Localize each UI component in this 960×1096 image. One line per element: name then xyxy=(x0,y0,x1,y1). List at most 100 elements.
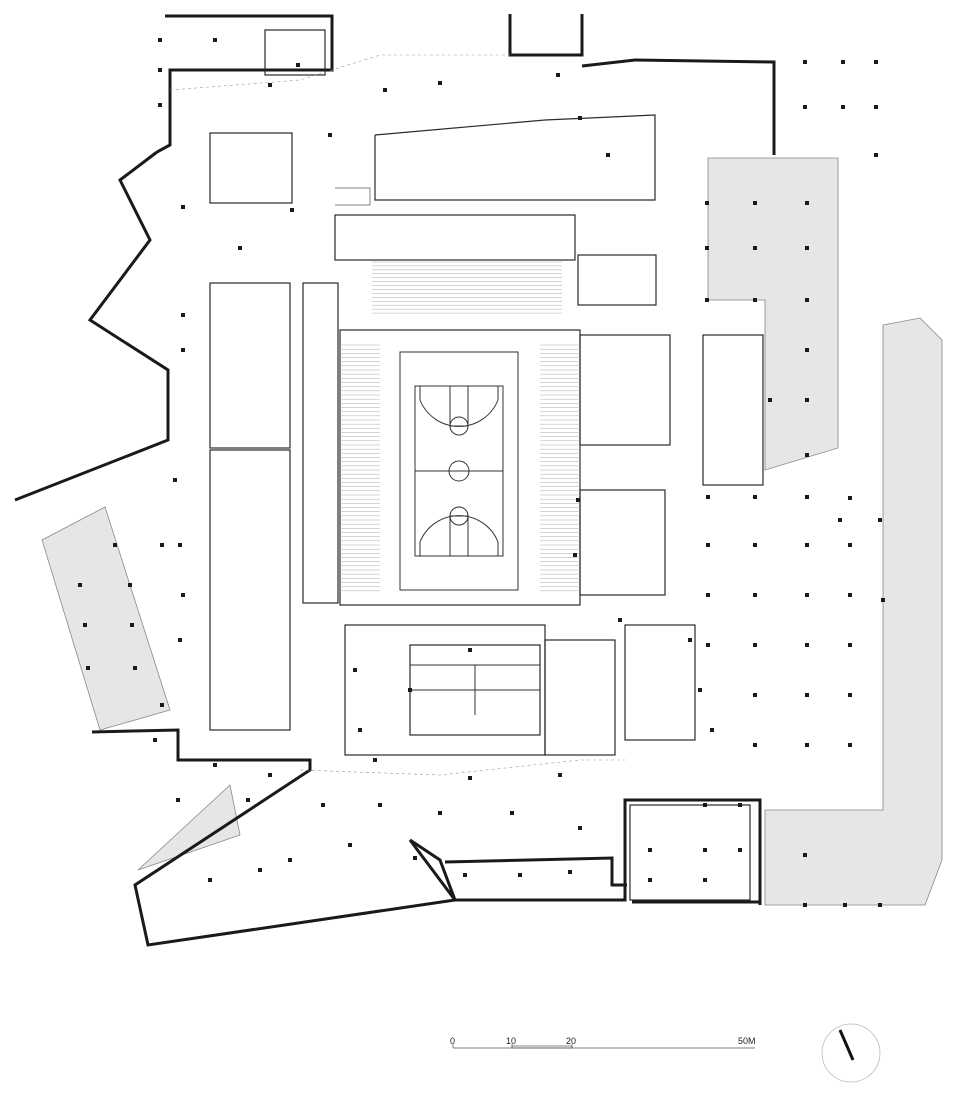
seating xyxy=(340,261,580,592)
south-east-rooms xyxy=(544,639,616,756)
structural-column xyxy=(698,688,702,692)
structural-column xyxy=(158,103,162,107)
court-free-throw-top xyxy=(449,416,469,436)
shaded-zone-west-ramp xyxy=(41,506,171,731)
guide-line-north xyxy=(169,54,510,91)
court-free-throw-bottom xyxy=(449,506,469,526)
interior-walls xyxy=(209,29,764,901)
scale-bar-segment xyxy=(511,1045,573,1049)
structural-column xyxy=(706,643,710,647)
structural-column xyxy=(213,38,217,42)
structural-column xyxy=(128,583,132,587)
structural-column xyxy=(321,803,325,807)
structural-column xyxy=(705,298,709,302)
structural-column xyxy=(578,116,582,120)
structural-column xyxy=(648,878,652,882)
structural-column xyxy=(408,688,412,692)
structural-column xyxy=(246,798,250,802)
structural-column xyxy=(841,105,845,109)
structural-column xyxy=(296,63,300,67)
wall-northwest-zigzag xyxy=(14,150,170,502)
scale-label-0: 0 xyxy=(450,1036,455,1046)
structural-column xyxy=(768,398,772,402)
west-corridor xyxy=(302,282,339,604)
scale-label-10: 10 xyxy=(506,1036,516,1046)
columns xyxy=(78,38,885,907)
structural-column xyxy=(573,553,577,557)
structural-column xyxy=(213,763,217,767)
north-arrow-icon xyxy=(821,1023,881,1083)
north-classrooms xyxy=(334,214,576,261)
secondary-court xyxy=(410,664,540,715)
structural-column xyxy=(568,870,572,874)
scale-label-50m: 50M xyxy=(738,1036,756,1046)
structural-column xyxy=(181,593,185,597)
structural-column xyxy=(848,743,852,747)
court-key-top xyxy=(449,385,469,427)
structural-column xyxy=(518,873,522,877)
structural-column xyxy=(83,623,87,627)
court-center-circle xyxy=(448,460,470,482)
structural-column xyxy=(881,598,885,602)
structural-column xyxy=(238,246,242,250)
north-hall-outline xyxy=(374,114,656,201)
wall-east-upper xyxy=(581,58,776,155)
north-block-inner xyxy=(264,29,326,76)
structural-column xyxy=(413,856,417,860)
wall-north-block xyxy=(156,14,334,154)
structural-column xyxy=(878,518,882,522)
structural-column xyxy=(710,728,714,732)
southeast-block xyxy=(624,624,696,741)
shaded-zone-southeast-ramp xyxy=(764,317,943,906)
structural-column xyxy=(805,398,809,402)
structural-column xyxy=(848,593,852,597)
structural-column xyxy=(803,853,807,857)
structural-column xyxy=(328,133,332,137)
structural-column xyxy=(874,60,878,64)
east-block-bottom xyxy=(579,489,666,596)
structural-column xyxy=(576,498,580,502)
west-rooms xyxy=(209,449,291,731)
structural-column xyxy=(578,826,582,830)
structural-column xyxy=(160,703,164,707)
structural-column xyxy=(86,666,90,670)
structural-column xyxy=(753,693,757,697)
structural-column xyxy=(153,738,157,742)
structural-column xyxy=(556,73,560,77)
exterior-walls xyxy=(14,14,776,947)
structural-column xyxy=(805,693,809,697)
structural-column xyxy=(753,298,757,302)
structural-column xyxy=(173,478,177,482)
structural-column xyxy=(706,543,710,547)
scale-bar: 0 10 20 50M xyxy=(450,1036,756,1049)
structural-column xyxy=(208,878,212,882)
structural-column xyxy=(358,728,362,732)
structural-column xyxy=(805,298,809,302)
structural-column xyxy=(874,105,878,109)
west-hall xyxy=(209,282,291,449)
structural-column xyxy=(753,643,757,647)
court-three-point-top xyxy=(419,386,499,427)
court-boundary xyxy=(399,351,519,591)
structural-column xyxy=(805,348,809,352)
structural-column xyxy=(438,81,442,85)
structural-column xyxy=(848,496,852,500)
south-room-low xyxy=(629,804,751,901)
court-three-point-bottom xyxy=(419,515,499,556)
structural-column xyxy=(703,803,707,807)
structural-column xyxy=(705,201,709,205)
wall-south-inner xyxy=(444,856,627,887)
structural-column xyxy=(468,648,472,652)
structural-column xyxy=(874,153,878,157)
structural-column xyxy=(176,798,180,802)
structural-column xyxy=(268,773,272,777)
shaded-zones xyxy=(41,157,943,906)
structural-column xyxy=(468,776,472,780)
wall-southwest xyxy=(91,728,458,947)
structural-column xyxy=(805,495,809,499)
shaded-zone-east-parking xyxy=(707,157,839,471)
structural-column xyxy=(738,848,742,852)
guide-lines xyxy=(169,54,625,776)
structural-column xyxy=(258,868,262,872)
structural-column xyxy=(510,811,514,815)
